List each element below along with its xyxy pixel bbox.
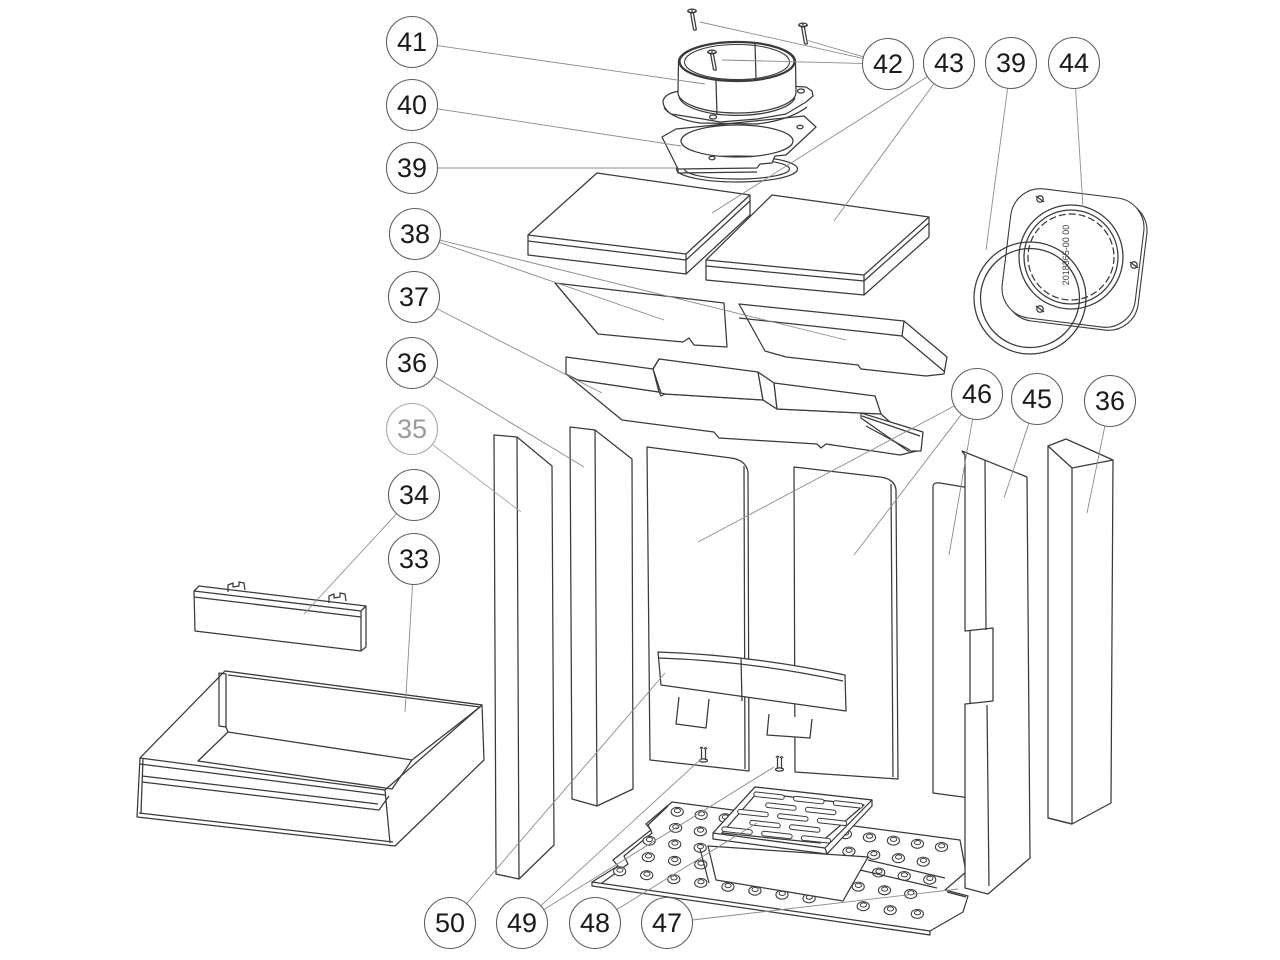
svg-text:48: 48 [580, 908, 610, 938]
svg-text:43: 43 [934, 48, 964, 78]
svg-text:36: 36 [397, 348, 427, 378]
svg-text:45: 45 [1022, 384, 1052, 414]
svg-text:50: 50 [435, 908, 465, 938]
svg-text:39: 39 [397, 153, 427, 183]
svg-text:49: 49 [507, 908, 537, 938]
svg-text:37: 37 [399, 282, 429, 312]
svg-text:36: 36 [1095, 386, 1125, 416]
svg-text:47: 47 [652, 908, 682, 938]
svg-text:41: 41 [397, 27, 427, 57]
svg-text:46: 46 [962, 379, 992, 409]
svg-text:42: 42 [873, 49, 903, 79]
svg-text:39: 39 [996, 48, 1026, 78]
svg-text:44: 44 [1059, 48, 1089, 78]
svg-text:38: 38 [400, 219, 430, 249]
svg-text:40: 40 [397, 90, 427, 120]
svg-text:34: 34 [399, 480, 429, 510]
svg-text:35: 35 [397, 414, 427, 444]
svg-text:33: 33 [399, 544, 429, 574]
